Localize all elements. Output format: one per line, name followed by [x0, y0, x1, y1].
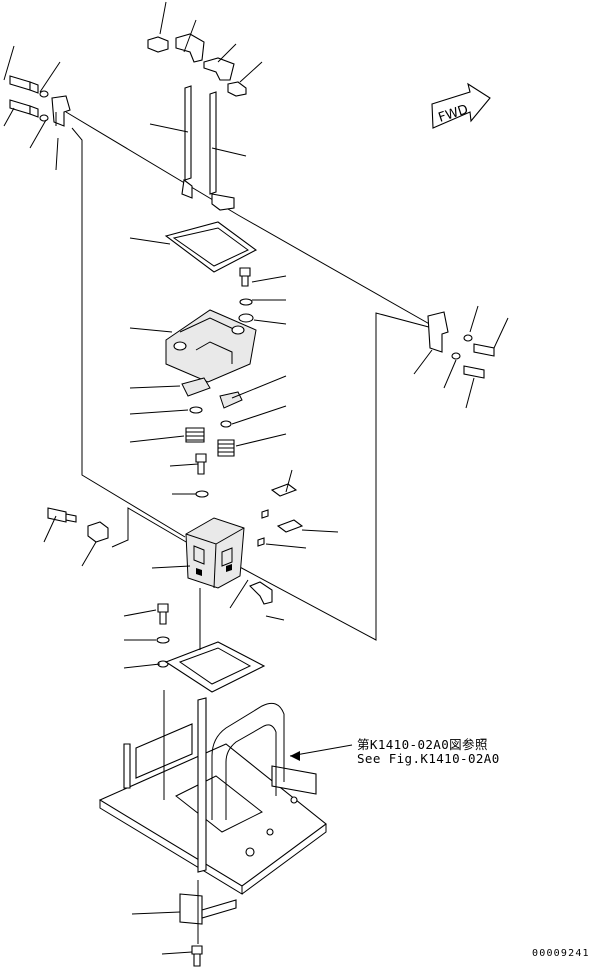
drawing-number: 00009241 [532, 948, 590, 959]
pilot-valve-body [151, 517, 245, 589]
routing-lines [65, 111, 441, 641]
center-bolt [169, 453, 209, 498]
fittings [43, 469, 339, 621]
figure-reference-english: See Fig.K1410-02A0 [357, 751, 500, 766]
floor-frame [98, 690, 353, 895]
pushers-springs [129, 375, 287, 457]
left-bracket-assembly [3, 45, 71, 171]
fwd-arrow-icon: FWD [431, 82, 491, 129]
right-bracket-assembly [413, 305, 509, 409]
lever-assembly [147, 1, 263, 211]
figure-reference-japanese: 第K1410-02A0図参照 [357, 737, 488, 752]
gasket [129, 221, 258, 273]
bottom-hardware [131, 880, 237, 967]
mounting-plate [123, 588, 266, 693]
right-fasteners [238, 267, 287, 325]
valve-cover [129, 309, 257, 383]
